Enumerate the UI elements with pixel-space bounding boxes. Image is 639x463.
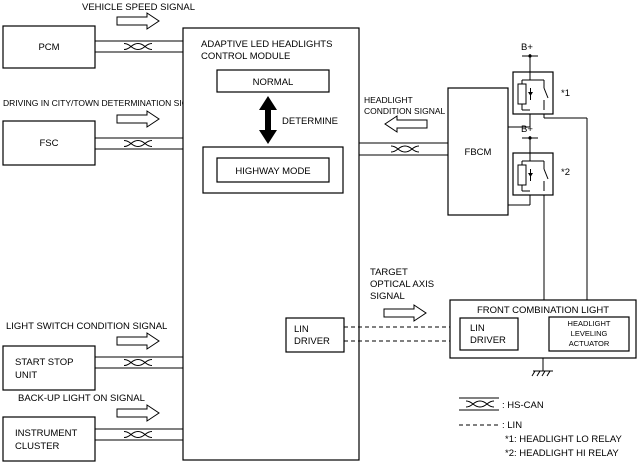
headlight-condition-label-1: HEADLIGHT — [364, 95, 413, 105]
instrument-cluster-module: INSTRUMENT CLUSTER — [2, 416, 96, 462]
determine-label: DETERMINE — [282, 116, 338, 127]
start-stop-can-link — [95, 356, 183, 369]
alh-title-1: ADAPTIVE LED HEADLIGHTS — [201, 39, 332, 50]
leveling-label-3: ACTUATOR — [569, 339, 610, 348]
target-optical-axis-arrow — [383, 304, 427, 322]
determine-double-arrow — [259, 96, 277, 144]
target-label-1: TARGET — [370, 267, 408, 278]
backup-light-signal-label: BACK-UP LIGHT ON SIGNAL — [18, 393, 145, 404]
lin-driver-label-2: DRIVER — [294, 336, 330, 347]
fsc-label: FSC — [40, 138, 59, 149]
relay-tag-2: *2 — [561, 167, 570, 178]
pcm-module: PCM — [2, 25, 96, 69]
bplus-label-2: B+ — [521, 124, 533, 135]
fcl-lin-driver-box — [459, 317, 519, 351]
normal-box — [216, 69, 330, 93]
legend-hs-can: : HS-CAN — [502, 400, 544, 411]
legend-lin: : LIN — [502, 420, 522, 431]
target-label-2: OPTICAL AXIS — [370, 279, 434, 290]
lin-driver-label-1: LIN — [294, 324, 309, 335]
relay-tag-1: *1 — [561, 88, 570, 99]
instrument-can-link — [95, 428, 183, 441]
legend-note-2: *2: HEADLIGHT HI RELAY — [505, 448, 619, 459]
leveling-label-1: HEADLIGHT — [568, 319, 611, 328]
fcl-lin-label-1: LIN — [470, 323, 485, 334]
instrument-label-2: CLUSTER — [15, 441, 59, 452]
headlight-condition-label-2: CONDITION SIGNAL — [364, 106, 446, 116]
normal-label: NORMAL — [253, 77, 294, 88]
vehicle-speed-signal-label: VEHICLE SPEED SIGNAL — [82, 2, 195, 13]
instrument-label-1: INSTRUMENT — [15, 428, 77, 439]
headlight-condition-arrow — [384, 115, 428, 133]
alh-title-2: CONTROL MODULE — [201, 51, 290, 62]
ground-symbol — [531, 358, 553, 377]
driving-city-arrow — [116, 110, 160, 128]
target-label-3: SIGNAL — [370, 291, 405, 302]
leveling-actuator-box — [548, 316, 630, 352]
front-combination-light: FRONT COMBINATION LIGHT LIN DRIVER HEADL… — [449, 299, 637, 359]
pcm-label: PCM — [38, 42, 59, 53]
light-switch-arrow — [116, 332, 160, 350]
legend: : HS-CAN : LIN *1: HEADLIGHT LO RELAY *2… — [459, 397, 623, 459]
start-stop-label-2: UNIT — [15, 370, 37, 381]
fcl-title: FRONT COMBINATION LIGHT — [477, 305, 609, 316]
highway-mode-box — [216, 157, 330, 183]
fsc-can-link — [95, 137, 183, 150]
headlight-hi-relay: B+ *2 — [508, 124, 570, 300]
headlight-lo-relay: B+ *1 — [508, 42, 588, 300]
lin-driver-box — [285, 317, 345, 353]
backup-light-arrow — [116, 404, 160, 422]
fbcm-module: FBCM — [447, 87, 509, 216]
fcl-lin-label-2: DRIVER — [470, 335, 506, 346]
start-stop-label-1: START STOP — [15, 357, 73, 368]
driving-city-signal-label: DRIVING IN CITY/TOWN DETERMINATION SIGNA… — [3, 98, 205, 108]
highway-mode-label: HIGHWAY MODE — [235, 166, 310, 177]
adaptive-led-headlights-control-module: ADAPTIVE LED HEADLIGHTS CONTROL MODULE N… — [182, 27, 360, 461]
pcm-can-link — [95, 40, 183, 53]
light-switch-signal-label: LIGHT SWITCH CONDITION SIGNAL — [6, 321, 167, 332]
fbcm-label: FBCM — [465, 147, 492, 158]
legend-note-1: *1: HEADLIGHT LO RELAY — [505, 434, 623, 445]
vehicle-speed-arrow — [116, 12, 160, 30]
fsc-module: FSC — [2, 120, 96, 166]
leveling-label-2: LEVELING — [571, 329, 608, 338]
start-stop-unit-module: START STOP UNIT — [2, 345, 96, 391]
fbcm-can-link — [359, 142, 448, 156]
bplus-label-1: B+ — [521, 42, 533, 53]
